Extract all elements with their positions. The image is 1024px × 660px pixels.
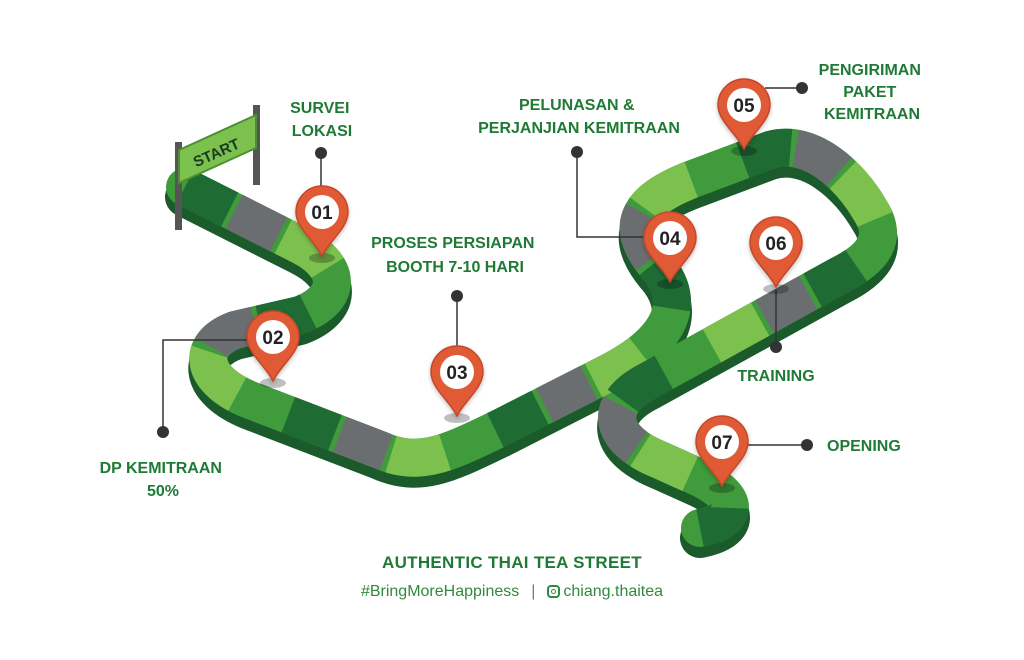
- map-pin-07: 07: [695, 415, 749, 488]
- start-post-left: [175, 142, 182, 230]
- map-pin-05: 05: [717, 78, 771, 151]
- map-pin-01: 01: [295, 185, 349, 258]
- step-label-07: OPENING: [827, 438, 901, 455]
- footer-hashtag: #BringMoreHappiness: [360, 583, 520, 600]
- footer-separator: |: [531, 583, 536, 600]
- step-label-04: PELUNASAN & PERJANJIAN KEMITRAAN: [478, 97, 680, 137]
- pin-number: 02: [262, 328, 283, 349]
- start-banner: [178, 113, 257, 185]
- pin-number: 07: [711, 433, 732, 454]
- instagram-icon: [547, 585, 561, 598]
- step-label-01: SURVEI LOKASI: [290, 100, 354, 140]
- leader-dot-02: [157, 426, 169, 438]
- pin-inner-circle: [759, 226, 793, 260]
- pin-shadow: [731, 146, 757, 156]
- map-pin-04: 04: [643, 211, 697, 284]
- pin-number: 06: [765, 234, 786, 255]
- pin-shadow: [444, 413, 470, 423]
- pin-shadow: [763, 284, 789, 294]
- leader-dot-04: [571, 146, 583, 158]
- pin-inner-circle: [727, 88, 761, 122]
- footer-title: AUTHENTIC THAI TEA STREET: [382, 553, 642, 572]
- pin-inner-circle: [440, 355, 474, 389]
- footer-subtitle: #BringMoreHappiness | chiang.thaitea: [0, 583, 1024, 601]
- leader-dot-01: [315, 147, 327, 159]
- pin-shadow: [260, 378, 286, 388]
- pin-shadow: [309, 253, 335, 263]
- map-pin-06: 06: [749, 216, 803, 289]
- map-pin-03: 03: [430, 345, 484, 418]
- pin-inner-circle: [653, 221, 687, 255]
- pin-number: 05: [733, 96, 755, 117]
- step-label-05: PENGIRIMAN PAKET KEMITRAAN: [819, 62, 926, 123]
- pin-inner-circle: [305, 195, 339, 229]
- pin-inner-circle: [256, 320, 290, 354]
- road-stripe-gray: [176, 128, 897, 547]
- step-label-06: TRAINING: [737, 368, 814, 385]
- step-label-02: DP KEMITRAAN 50%: [100, 460, 227, 500]
- pin-number: 01: [311, 203, 333, 224]
- map-pin-02: 02: [246, 310, 300, 383]
- leader-dots: [157, 82, 813, 451]
- pin-number: 03: [446, 363, 467, 384]
- pin-number: 04: [659, 229, 681, 250]
- step-label-03: PROSES PERSIAPAN BOOTH 7-10 HARI: [371, 235, 539, 276]
- footer-instagram-handle: chiang.thaitea: [563, 583, 664, 600]
- pin-inner-circle: [705, 425, 739, 459]
- road-stripe-light: [176, 128, 897, 547]
- leader-line-04: [576, 152, 648, 238]
- leader-lines: [162, 87, 805, 446]
- leader-line-02: [162, 339, 255, 430]
- leader-dot-05: [796, 82, 808, 94]
- map-pins: 01 02 03 04 05 06 07: [246, 78, 803, 493]
- leader-dot-03: [451, 290, 463, 302]
- pin-shadow: [657, 279, 683, 289]
- leader-dot-06: [770, 341, 782, 353]
- pin-shadow: [709, 483, 735, 493]
- leader-dot-07: [801, 439, 813, 451]
